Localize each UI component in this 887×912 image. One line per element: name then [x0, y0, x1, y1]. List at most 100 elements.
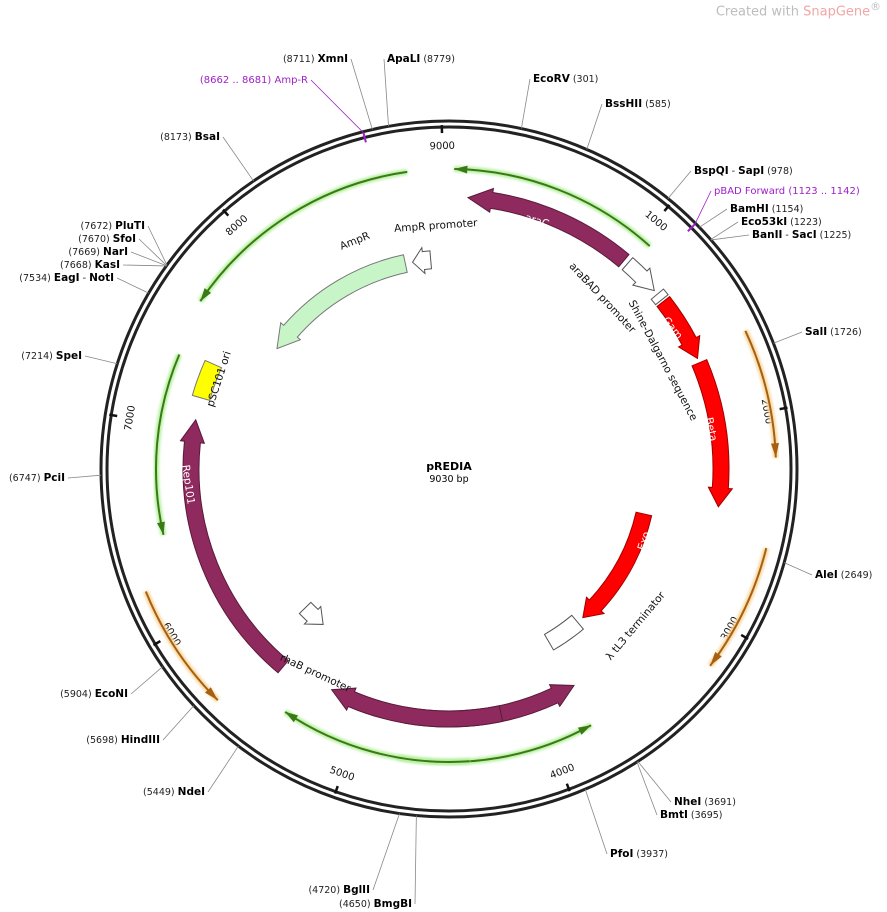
sites-layer: EcoRV (301) BssHII (585) BspQI - SapI (978… [9, 53, 872, 910]
orf-head-ampr-orf [200, 288, 212, 302]
tick-label-4000: 4000 [549, 762, 577, 781]
feature-arabad-promoter[interactable] [621, 256, 655, 292]
site-pfoi[interactable]: PfoI (3937) [584, 789, 668, 860]
site-bmgbi[interactable]: (4650) BmgBI [339, 815, 417, 910]
label-exo: Exo [636, 530, 653, 552]
site-sali[interactable]: SalI (1726) [773, 326, 862, 344]
site-bamhi[interactable]: BamHI (1154) [699, 203, 803, 228]
feature-rep101[interactable] [179, 418, 290, 674]
site-label-pfoi: PfoI (3937) [610, 848, 668, 860]
primer-leader-pbad-forward [694, 190, 712, 225]
tick-mark-3000 [740, 633, 749, 641]
site-alei[interactable]: AleI (2649) [784, 562, 872, 581]
site-bmti[interactable]: BmtI (3695) [636, 761, 723, 821]
plasmid-size: 9030 bp [429, 474, 468, 485]
site-leader-banii [710, 234, 750, 241]
site-kasi[interactable]: (7668) KasI [60, 259, 167, 271]
orf-head-right-orange-2 [710, 651, 722, 666]
site-label-bamhi: BamHI (1154) [730, 203, 803, 215]
site-label-bmgbi: (4650) BmgBI [339, 898, 412, 910]
feature-shine-dalgarno[interactable] [650, 288, 669, 306]
label-rhas: rhaS [391, 723, 417, 738]
site-label-ecorv: EcoRV (301) [533, 73, 598, 85]
label-beta: Beta [703, 416, 720, 442]
label-shine-dalgarno: Shine-Dalgarno sequence [626, 298, 700, 423]
feature-ampr-promoter[interactable] [411, 246, 433, 275]
site-pcii[interactable]: (6747) PciI [9, 472, 102, 484]
orf-glow-rhar-orf [397, 722, 593, 765]
feature-rhab-promoter[interactable] [298, 601, 324, 625]
site-pluti[interactable]: (7672) PluTI [81, 220, 168, 266]
site-nhei[interactable]: NheI (3691) [637, 761, 736, 808]
site-ndei[interactable]: (5449) NdeI [143, 745, 239, 798]
tick-mark-6000 [152, 639, 162, 647]
site-leader-bsshii [586, 103, 603, 150]
primers-layer: pBAD Forward (1123 .. 1142) (8662 .. 8681… [200, 75, 860, 232]
orf-arac-orf [454, 165, 652, 249]
site-eagi[interactable]: (7534) EagI - NotI [19, 272, 149, 294]
site-leader-hindiii [162, 705, 195, 741]
orf-ampr-orf [197, 168, 408, 303]
site-leader-pfoi [584, 789, 608, 855]
site-label-nhei: NheI (3691) [674, 796, 736, 808]
site-eco53ki[interactable]: Eco53kI (1223) [710, 216, 822, 240]
primer-label-amp-r: (8662 .. 8681) Amp-R [200, 75, 308, 86]
feature-rhas[interactable] [330, 687, 504, 728]
site-banii[interactable]: BanII - SacI (1225) [710, 229, 851, 241]
site-bspqi[interactable]: BspQI - SapI (978) [667, 165, 793, 199]
site-hindiii[interactable]: (5698) HindIII [86, 705, 195, 746]
site-xmni[interactable]: (8711) XmnI [283, 53, 373, 130]
tick-mark-4000 [565, 783, 571, 792]
site-leader-kasi [122, 264, 167, 267]
site-sfoi[interactable]: (7670) SfoI [78, 233, 167, 266]
site-ecorv[interactable]: EcoRV (301) [520, 73, 598, 129]
tick-mark-7000 [109, 413, 118, 418]
site-label-econi: (5904) EcoNI [60, 688, 128, 700]
orf-head-rhar-orf [577, 725, 592, 735]
site-bsai[interactable]: (8173) BsaI [160, 131, 254, 182]
orf-rhas-orf [283, 709, 470, 765]
site-spei[interactable]: (7214) SpeI [21, 350, 118, 365]
site-label-kasi: (7668) KasI [60, 259, 120, 271]
site-label-sali: SalI (1726) [805, 326, 862, 338]
feature-ampr[interactable] [276, 254, 408, 350]
watermark-prefix: Created with [715, 4, 804, 20]
site-leader-ndei [207, 745, 239, 793]
tick-label-7000: 7000 [123, 405, 138, 432]
primer-pbad-forward[interactable]: pBAD Forward (1123 .. 1142) [687, 186, 860, 232]
site-label-apali: ApaLI (8779) [387, 53, 455, 65]
site-bsshii[interactable]: BssHII (585) [586, 98, 671, 150]
feature-beta[interactable] [691, 358, 734, 508]
feature-gam[interactable] [656, 295, 701, 360]
feature-psc101-ori[interactable] [191, 359, 223, 401]
site-leader-nari [130, 251, 167, 267]
site-leader-bglii [372, 813, 400, 891]
orf-glow-right-orange-1 [742, 329, 779, 458]
orf-line-right-orange-2 [709, 547, 768, 667]
site-label-pcii: (6747) PciI [9, 472, 65, 484]
site-leader-ecorv [520, 78, 531, 129]
site-label-bspqi: BspQI - SapI (978) [694, 165, 793, 177]
primer-mark-amp-r [362, 132, 367, 143]
orf-line-rep-orf [155, 354, 181, 536]
feature-exo[interactable] [582, 511, 653, 619]
label-tl3-terminator: λ tL3 terminator [604, 589, 668, 663]
tick-label-9000: 9000 [429, 141, 455, 153]
feature-arac[interactable] [466, 187, 630, 268]
features-layer [179, 187, 734, 728]
feature-tl3-terminator[interactable] [543, 614, 585, 651]
primer-amp-r[interactable]: (8662 .. 8681) Amp-R [200, 75, 367, 143]
site-label-spei: (7214) SpeI [21, 350, 82, 362]
site-label-hindiii: (5698) HindIII [86, 734, 160, 746]
orf-head-rhas-orf [285, 711, 298, 723]
site-bglii[interactable]: (4720) BglII [308, 813, 400, 896]
site-leader-eagi [116, 277, 149, 294]
orf-head-left-orange [204, 687, 218, 701]
site-apali[interactable]: ApaLI (8779) [383, 53, 455, 127]
site-nari[interactable]: (7669) NarI [68, 246, 167, 267]
site-leader-sali [773, 331, 803, 344]
orf-line-arac-orf [454, 168, 651, 247]
label-rep101: Rep101 [179, 464, 196, 505]
site-econi[interactable]: (5904) EcoNI [60, 666, 163, 700]
orf-layer [143, 165, 779, 765]
